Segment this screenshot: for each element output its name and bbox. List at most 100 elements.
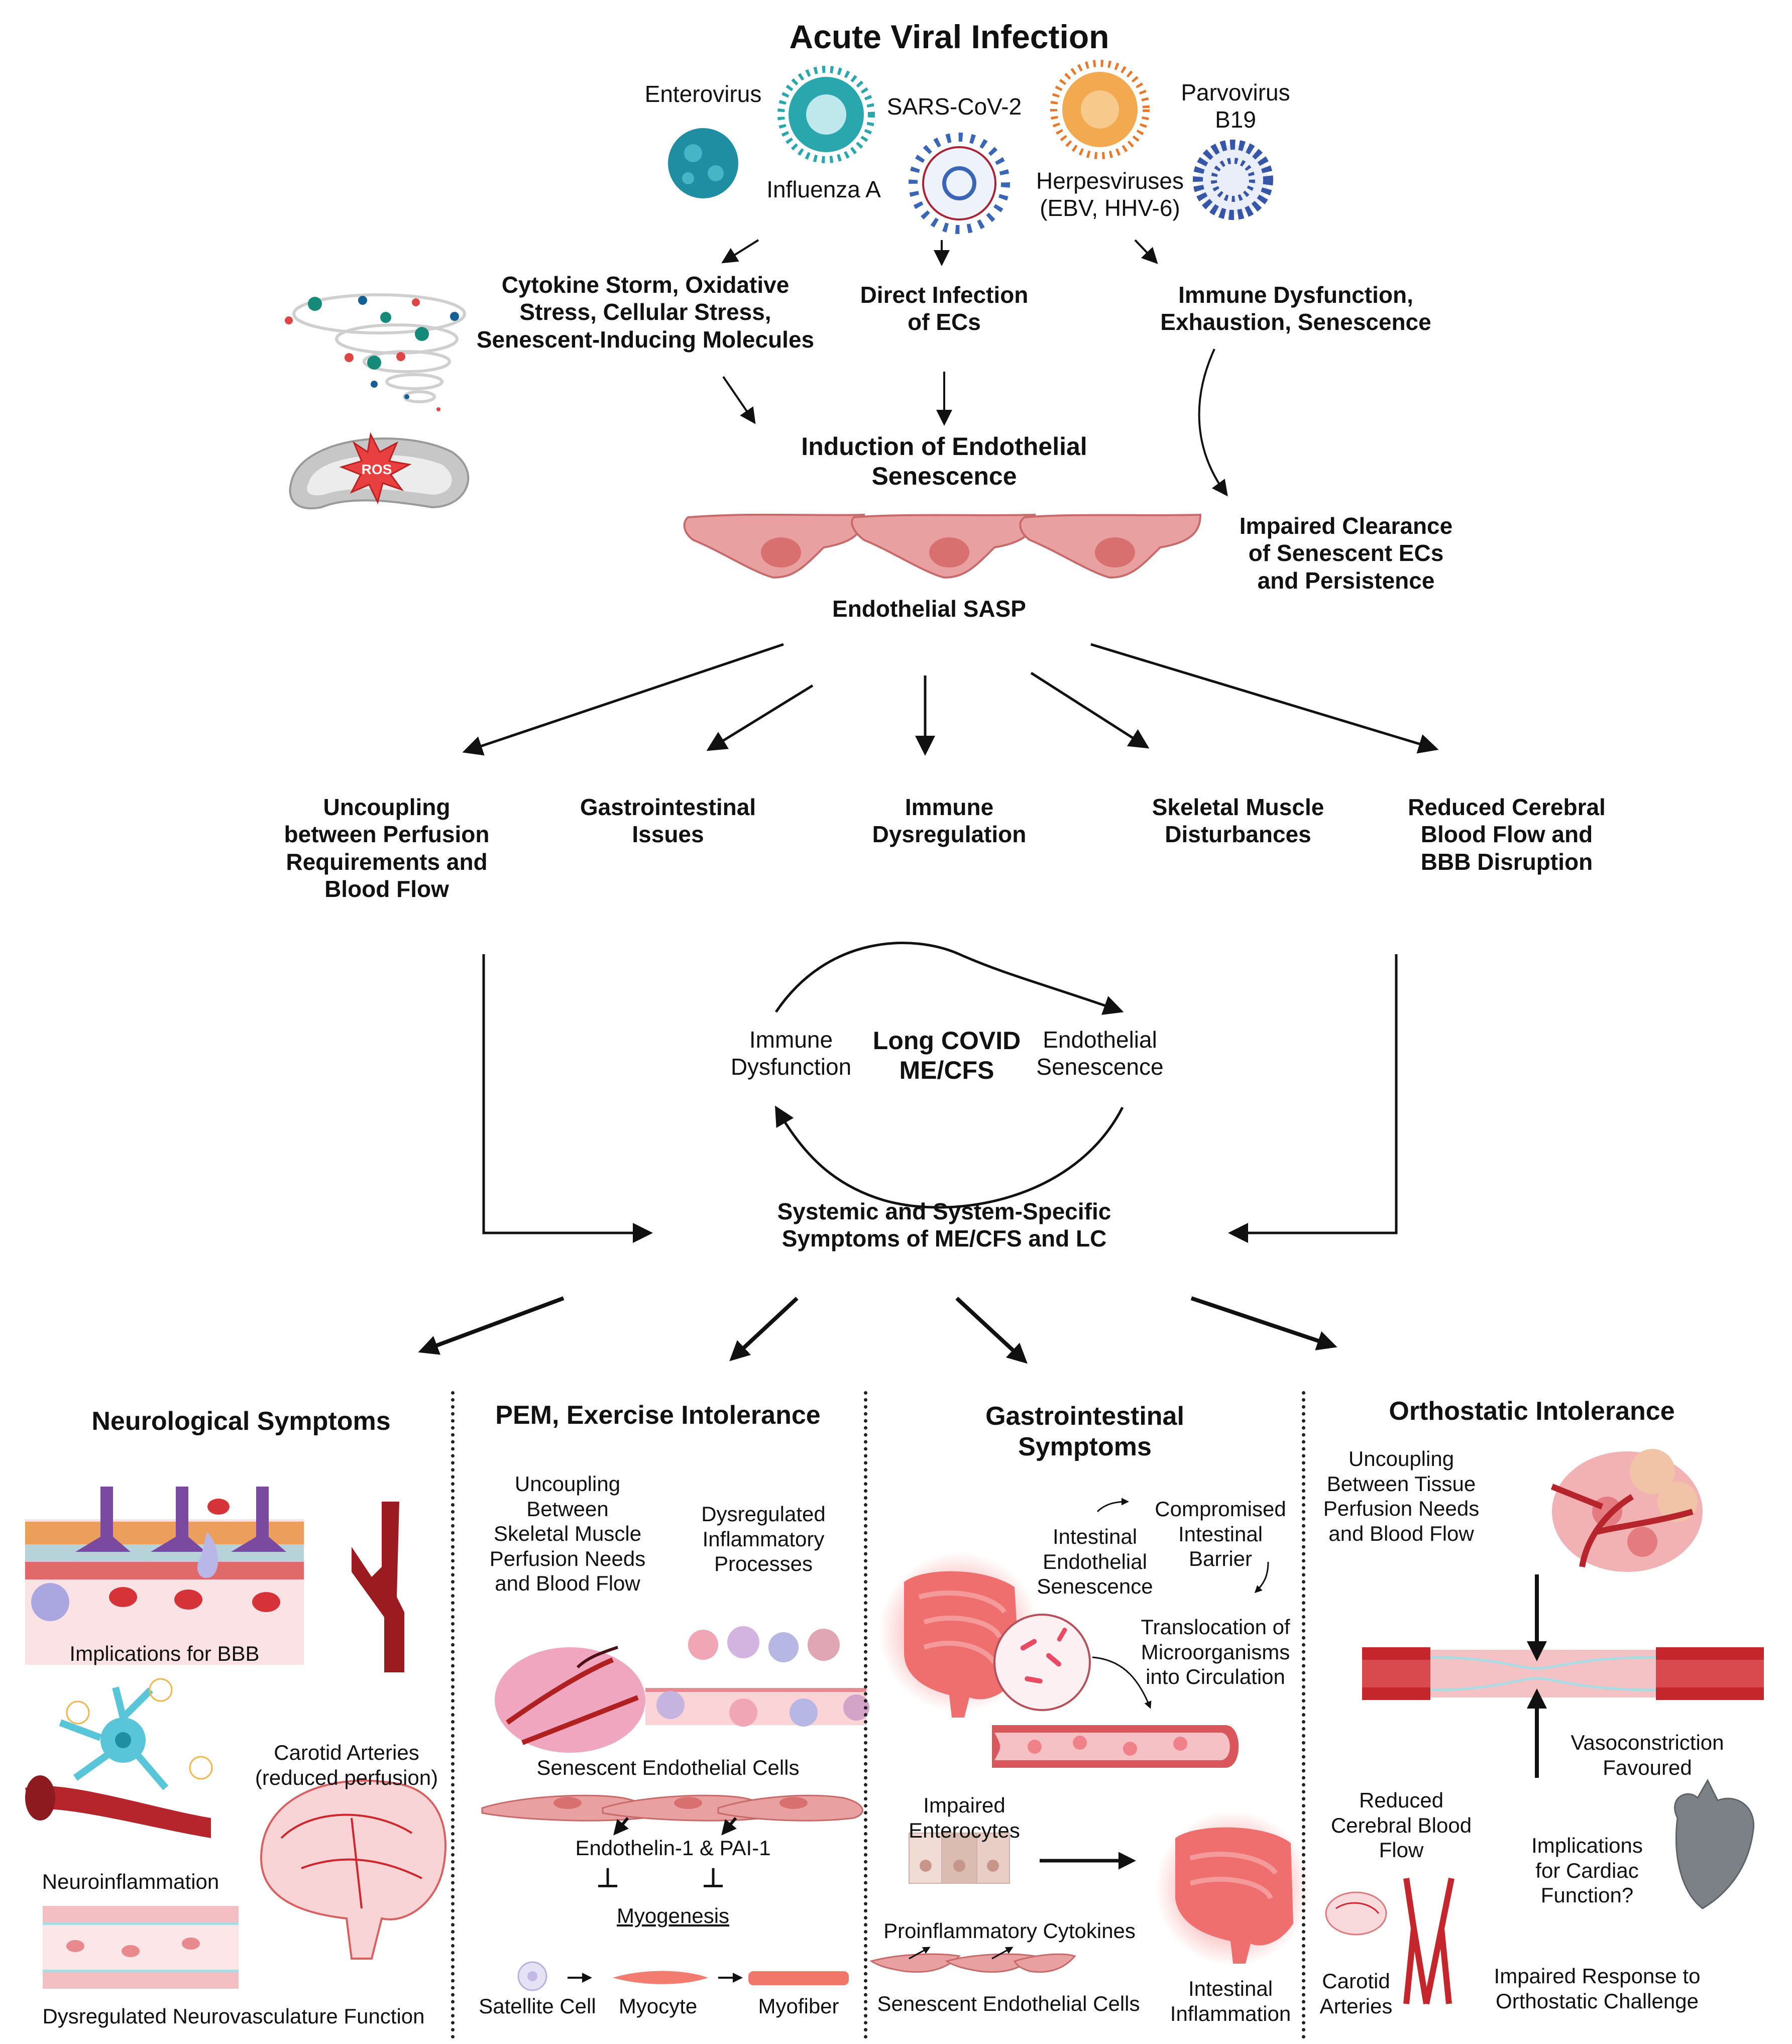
pem-myocyte-label: Myocyte [618, 1994, 698, 2018]
cycle-immune-dysfunction: Immune Dysfunction [730, 1027, 852, 1080]
systemic-symptoms: Systemic and System-Specific Symptoms of… [777, 1198, 1111, 1252]
brain-illustration [260, 1779, 446, 1960]
pem-endothelin-label: Endothelin-1 & PAI-1 [575, 1836, 771, 1860]
blood-vessel-illustration [992, 1725, 1239, 1768]
gi-senescent-cells [869, 1953, 1076, 1973]
inflammatory-cells-illustration [645, 1626, 869, 1727]
cycle-endothelial-senescence: Endothelial Senescence [1036, 1027, 1164, 1080]
ortho-vasoconstriction-label: Vasoconstriction Favoured [1571, 1731, 1724, 1779]
pem-inhibit-right: ⊥ [702, 1864, 725, 1893]
pem-senescent-cells [481, 1794, 863, 1822]
panel-divider-2 [864, 1391, 867, 2039]
enterovirus-icon [668, 128, 738, 198]
diagram-title: Acute Viral Infection [789, 18, 1109, 55]
endothelial-sasp: Endothelial SASP [832, 596, 1026, 622]
sars-cov-2-icon [909, 133, 1010, 234]
arrow-pem-left [613, 1817, 629, 1836]
cycle-arrow-top [774, 942, 1124, 1015]
panel-title-pem: PEM, Exercise Intolerance [495, 1401, 821, 1430]
cycle-arrow-bottom [774, 1105, 1124, 1209]
arrow-to-cytokine [721, 239, 759, 264]
enterocytes-illustration [909, 1833, 1010, 1884]
cytokine-storm-icon [292, 293, 466, 403]
pem-inflammatory-label: Dysregulated Inflammatory Processes [701, 1502, 826, 1576]
pem-uncoupling-label: Uncoupling Between Skeletal Muscle Perfu… [489, 1472, 646, 1596]
myofiber-icon [748, 1971, 849, 1985]
endothelial-cells [683, 513, 1202, 579]
arrow-microbes-to-vessel [1092, 1656, 1152, 1709]
arrow-left-bracket [482, 954, 653, 1243]
arrow-systemic-neuro [418, 1296, 565, 1355]
panel-title-orthostatic: Orthostatic Intolerance [1389, 1397, 1675, 1426]
arrow-sen-to-barrier [1096, 1498, 1129, 1513]
bbb-illustration [25, 1487, 304, 1665]
ortho-response-label: Impaired Response to Orthostatic Challen… [1494, 1964, 1701, 2013]
induction-endothelial-senescence: Induction of Endothelial Senescence [801, 432, 1087, 490]
ros-label: ROS [361, 462, 392, 477]
pem-myogenesis-label: Myogenesis [616, 1904, 730, 1927]
gi-barrier-label: Compromised Intestinal Barrier [1155, 1497, 1286, 1571]
microorganisms-zoom-icon [993, 1614, 1091, 1711]
heart-icon [1674, 1778, 1754, 1909]
mechanism-direct-infection: Direct Infection of ECs [860, 282, 1029, 335]
gi-enterocytes-label: Impaired Enterocytes [909, 1793, 1020, 1842]
neuro-bbb-label: Implications for BBB [69, 1642, 260, 1665]
ortho-carotid-icon [1403, 1877, 1454, 2005]
neuro-neuroinflammation-label: Neuroinflammation [42, 1870, 219, 1893]
gi-translocation-label: Translocation of Microorganisms into Cir… [1141, 1615, 1290, 1689]
gi-cytokines-label: Proinflammatory Cytokines [883, 1919, 1136, 1943]
gi-senescent-label: Senescent Endothelial Cells [877, 1992, 1140, 2015]
neuro-neurovasculature-label: Dysregulated Neurovasculature Function [42, 2004, 425, 2028]
arrow-systemic-gi [955, 1297, 1028, 1364]
arrow-right-bracket [1228, 954, 1398, 1243]
influenza-icon [777, 66, 875, 163]
gi-intestinal-senescence-label: Intestinal Endothelial Senescence [1037, 1525, 1153, 1599]
neuroinflammation-illustration [25, 1678, 213, 1838]
arrow-cytokine-left [909, 1947, 931, 1960]
myocyte-icon [613, 1971, 708, 1984]
satellite-cell-icon [517, 1961, 547, 1991]
effect-immune-dysregulation: Immune Dysregulation [872, 794, 1027, 848]
pem-myofiber-label: Myofiber [758, 1994, 839, 2018]
arrow-sasp-uncoupling [462, 643, 784, 756]
ortho-cardiac-label: Implications for Cardiac Function? [1531, 1834, 1643, 1907]
intestine-inflamed-illustration [1155, 1810, 1311, 1966]
panel-divider-1 [451, 1391, 455, 2039]
impaired-clearance: Impaired Clearance of Senescent ECs and … [1239, 513, 1453, 594]
panel-title-neurological: Neurological Symptoms [91, 1407, 391, 1436]
arrow-systemic-pem [729, 1297, 799, 1361]
arrow-sasp-gi [706, 684, 814, 751]
virus-label-sars-cov-2: SARS-CoV-2 [886, 93, 1022, 120]
neurovasculature-illustration [43, 1906, 239, 1989]
muscle-tissue-illustration [495, 1646, 645, 1753]
carotid-artery-illustration [352, 1502, 404, 1672]
arrow-to-immune [1134, 239, 1158, 264]
arrow-immune-to-clearance [1198, 349, 1228, 497]
cytokine-particles [285, 296, 459, 411]
panel-divider-3 [1302, 1391, 1305, 2039]
arrow-sasp-cerebral [1090, 643, 1439, 754]
effect-cerebral-blood-flow: Reduced Cerebral Blood Flow and BBB Disr… [1408, 794, 1606, 875]
mitochondrion-ros-icon [289, 432, 469, 510]
arrow-barrier-to-translocation [1254, 1561, 1269, 1594]
panel-title-gi: Gastrointestinal Symptoms [985, 1402, 1184, 1462]
mechanism-cytokine-storm: Cytokine Storm, Oxidative Stress, Cellul… [476, 272, 815, 353]
cycle-long-covid: Long COVID ME/CFS [872, 1027, 1021, 1084]
effect-gastrointestinal: Gastrointestinal Issues [580, 794, 756, 848]
pem-senescent-label: Senescent Endothelial Cells [536, 1756, 800, 1779]
virus-label-influenza: Influenza A [766, 176, 881, 202]
virus-label-herpesviruses: Herpesviruses (EBV, HHV-6) [1036, 168, 1184, 221]
pem-satellite-label: Satellite Cell [479, 1994, 596, 2018]
gi-inflammation-label: Intestinal Inflammation [1170, 1977, 1291, 2025]
ortho-cerebral-label: Reduced Cerebral Blood Flow [1330, 1788, 1472, 1862]
virus-label-parvovirus: Parvovirus B19 [1181, 79, 1290, 133]
effect-uncoupling: Uncoupling between Perfusion Requirement… [284, 794, 490, 902]
arrow-sasp-skeletal [1030, 671, 1150, 749]
arrow-cytokine-to-induction [722, 376, 756, 424]
pem-inhibit-left: ⊥ [596, 1864, 619, 1893]
effect-skeletal-muscle: Skeletal Muscle Disturbances [1152, 794, 1324, 848]
arrow-cytokine-right [991, 1947, 1014, 1960]
herpesvirus-icon [1050, 60, 1150, 159]
